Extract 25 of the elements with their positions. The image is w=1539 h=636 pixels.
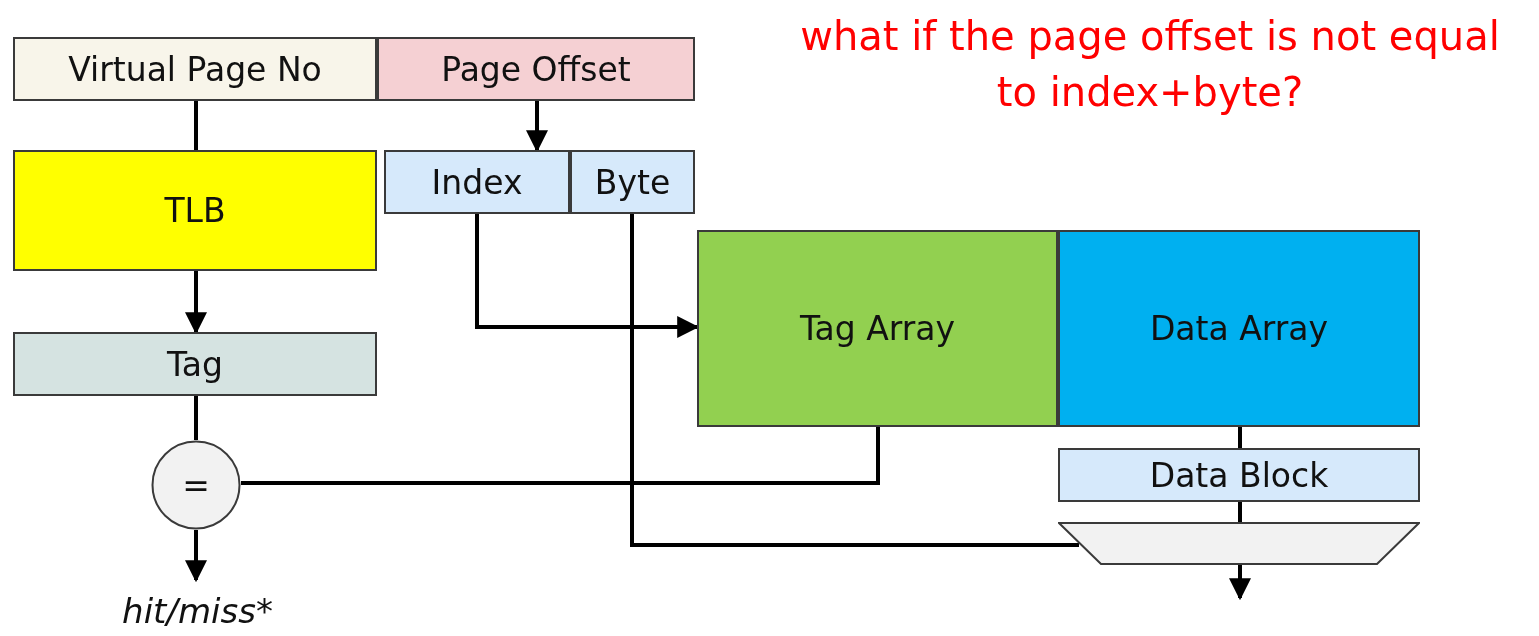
question-note: what if the page offset is not equal to index+byte? — [799, 12, 1501, 117]
node-label: Tag — [167, 344, 223, 384]
node-label: Page Offset — [441, 49, 631, 89]
output-label: hit/miss* — [122, 591, 273, 631]
node-label: Tag Array — [799, 309, 956, 348]
wire-arrow — [1229, 565, 1251, 601]
array-box — [1058, 230, 1420, 427]
register-field — [384, 150, 570, 214]
register-field — [1058, 448, 1420, 502]
node-label: TLB — [164, 191, 226, 230]
node-label: Index — [431, 162, 523, 202]
tlb-box — [13, 150, 377, 271]
register-field — [13, 332, 377, 396]
register-field — [377, 37, 695, 101]
wire-arrow — [185, 271, 207, 335]
wire-arrow — [185, 530, 207, 583]
node-label: Data Array — [1149, 309, 1329, 348]
node-label: = — [182, 465, 210, 505]
wire-arrow — [526, 101, 548, 153]
register-field — [570, 150, 695, 214]
node-label: Data Block — [1149, 455, 1329, 495]
array-box — [697, 230, 1058, 427]
node-label: Virtual Page No — [68, 49, 322, 89]
register-field — [13, 37, 377, 101]
node-label: Byte — [594, 162, 671, 202]
